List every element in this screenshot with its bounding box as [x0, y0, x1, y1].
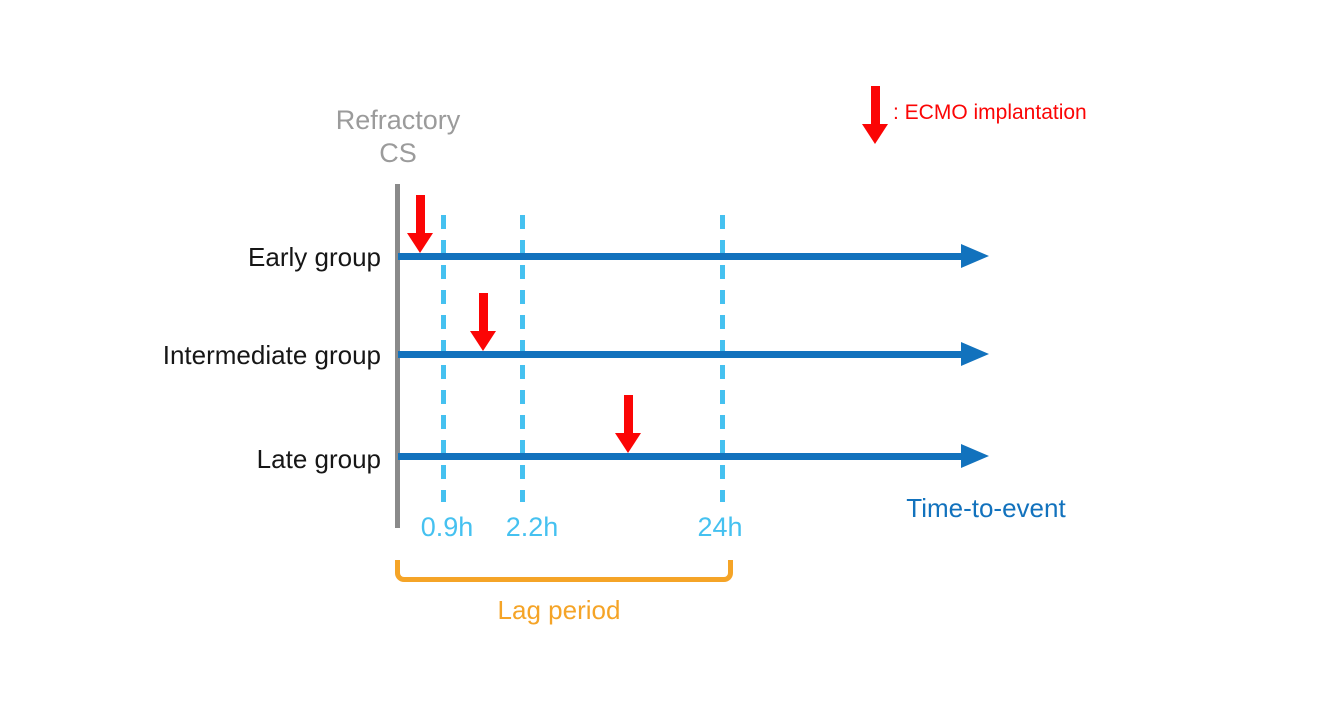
- time-marker-label-0-9h: 0.9h: [420, 512, 474, 542]
- legend-ecmo-label: : ECMO implantation: [893, 101, 1087, 124]
- timeline-intermediate-arrowhead-icon: [961, 342, 989, 366]
- ecmo-arrow-head: [862, 124, 888, 144]
- refractory-cs-title: Refractory CS: [288, 104, 508, 170]
- timeline-late-arrowhead-icon: [961, 444, 989, 468]
- lag-period-label: Lag period: [497, 595, 621, 625]
- time-marker-line-24h: [720, 215, 725, 502]
- timeline-early: [398, 253, 963, 260]
- time-marker-line-0-9h: [441, 215, 446, 502]
- time-marker-line-2-2h: [520, 215, 525, 502]
- timeline-late: [398, 453, 963, 460]
- time-to-event-label: Time-to-event: [906, 493, 1066, 523]
- ecmo-arrow-stem: [623, 395, 633, 433]
- group-label-intermediate: Intermediate group: [162, 340, 381, 370]
- timeline-early-arrowhead-icon: [961, 244, 989, 268]
- group-label-early: Early group: [248, 242, 381, 272]
- ecmo-arrow-head: [470, 331, 496, 351]
- timeline-intermediate: [398, 351, 963, 358]
- ecmo-arrow-stem: [478, 293, 488, 331]
- ecmo-arrow-stem: [415, 195, 425, 233]
- time-marker-label-24h: 24h: [697, 512, 743, 542]
- refractory-cs-line2: CS: [379, 138, 417, 168]
- refractory-cs-origin-line: [395, 184, 400, 528]
- ecmo-arrow-late-icon: [615, 395, 641, 453]
- refractory-cs-line1: Refractory: [335, 105, 461, 135]
- ecmo-arrow-head: [615, 433, 641, 453]
- ecmo-arrow-intermediate-icon: [470, 293, 496, 351]
- ecmo-arrow-head: [407, 233, 433, 253]
- ecmo-arrow-early-icon: [407, 195, 433, 253]
- ecmo-arrow-stem: [870, 86, 880, 124]
- lag-period-bracket: [395, 560, 733, 582]
- time-marker-label-2-2h: 2.2h: [505, 512, 559, 542]
- legend-ecmo-arrow-icon: [862, 86, 888, 144]
- group-label-late: Late group: [256, 444, 381, 474]
